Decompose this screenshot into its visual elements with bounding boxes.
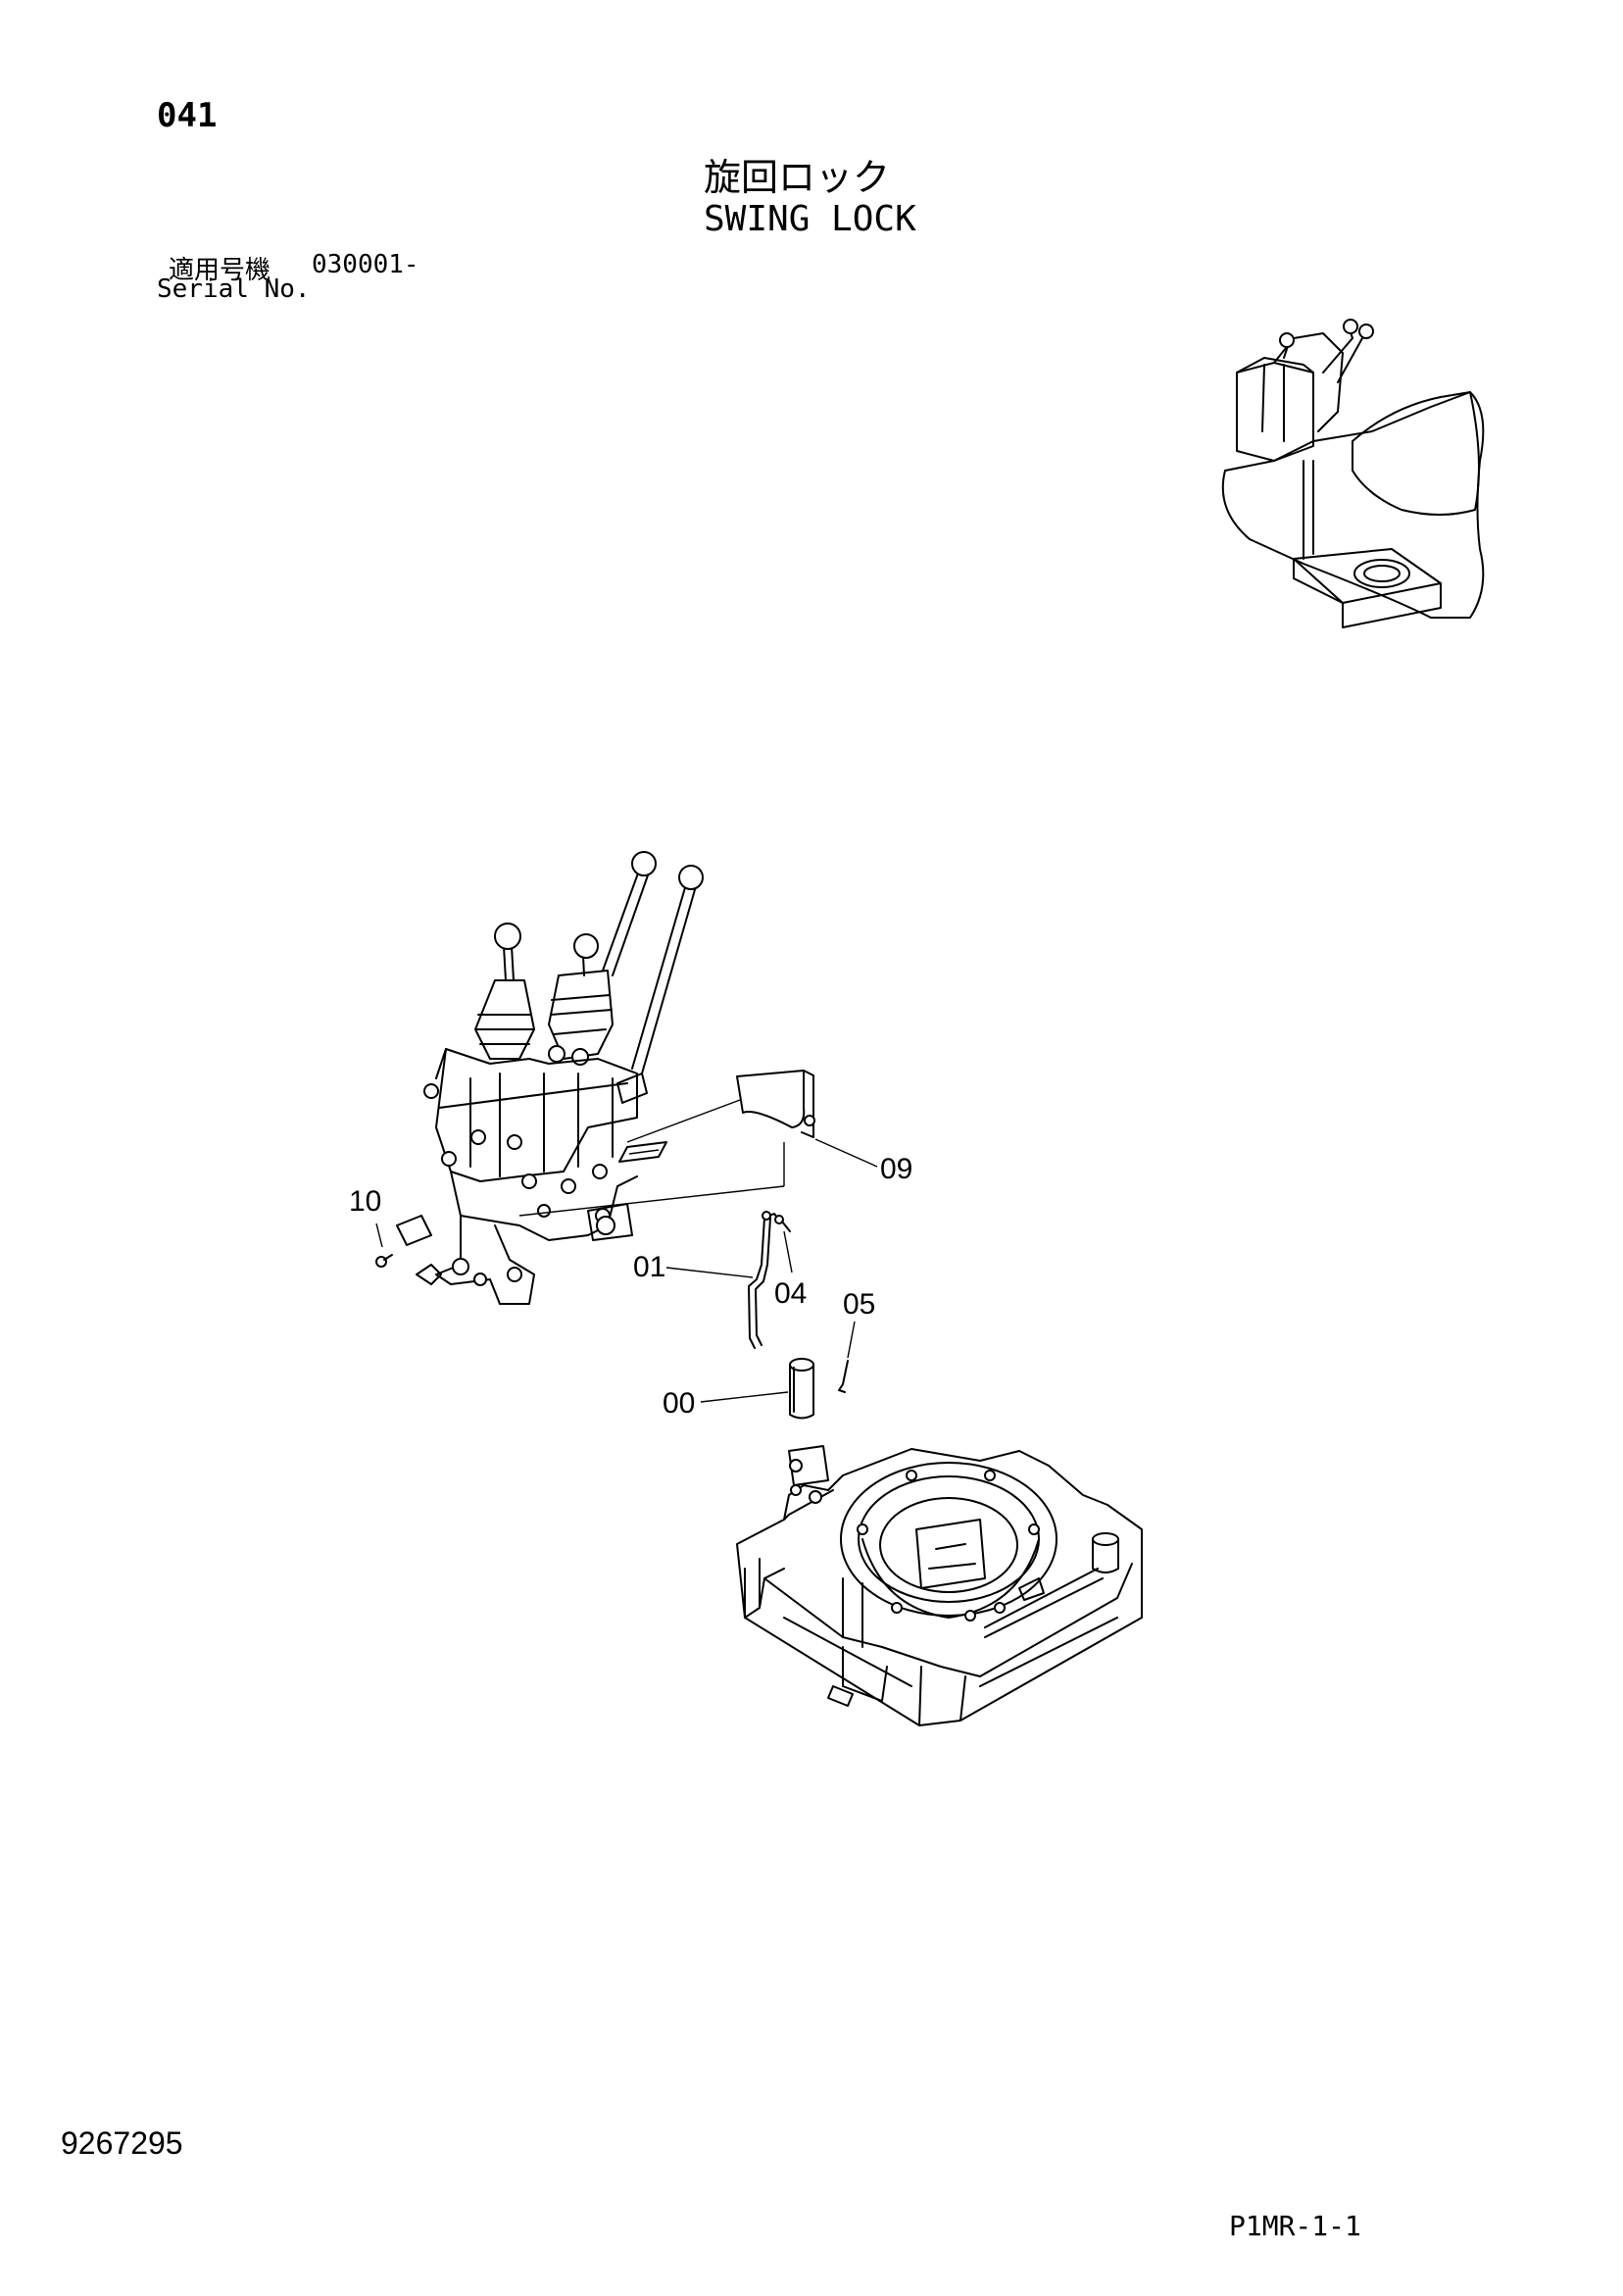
serial-label-japanese: 適用号機 — [169, 256, 271, 285]
lock-rod — [749, 1212, 779, 1348]
serial-range: 030001- — [312, 250, 419, 279]
control-stand-assembly — [376, 852, 703, 1304]
callout-00: 00 — [663, 1387, 696, 1420]
callout-10: 10 — [349, 1185, 382, 1218]
sheet-code: P1MR-1-1 — [1229, 2210, 1361, 2242]
rod-pin — [775, 1216, 790, 1231]
serial-label-english: Serial No. — [157, 275, 311, 304]
title-japanese: 旋回ロック — [704, 156, 891, 199]
page-number: 041 — [157, 96, 218, 135]
callout-04: 04 — [774, 1277, 808, 1310]
leader-lines — [376, 1139, 877, 1402]
title-english: SWING LOCK — [704, 199, 916, 239]
swing-frame — [737, 1446, 1142, 1725]
lock-pin — [790, 1359, 813, 1419]
callout-05: 05 — [843, 1288, 876, 1321]
callout-01: 01 — [633, 1251, 666, 1283]
installation-lines — [519, 1100, 784, 1216]
snap-pin — [839, 1361, 848, 1392]
bracket-plate — [737, 1071, 814, 1137]
callout-09: 09 — [880, 1153, 913, 1185]
location-thumbnail — [1223, 320, 1484, 627]
document-number: 9267295 — [61, 2125, 183, 2161]
